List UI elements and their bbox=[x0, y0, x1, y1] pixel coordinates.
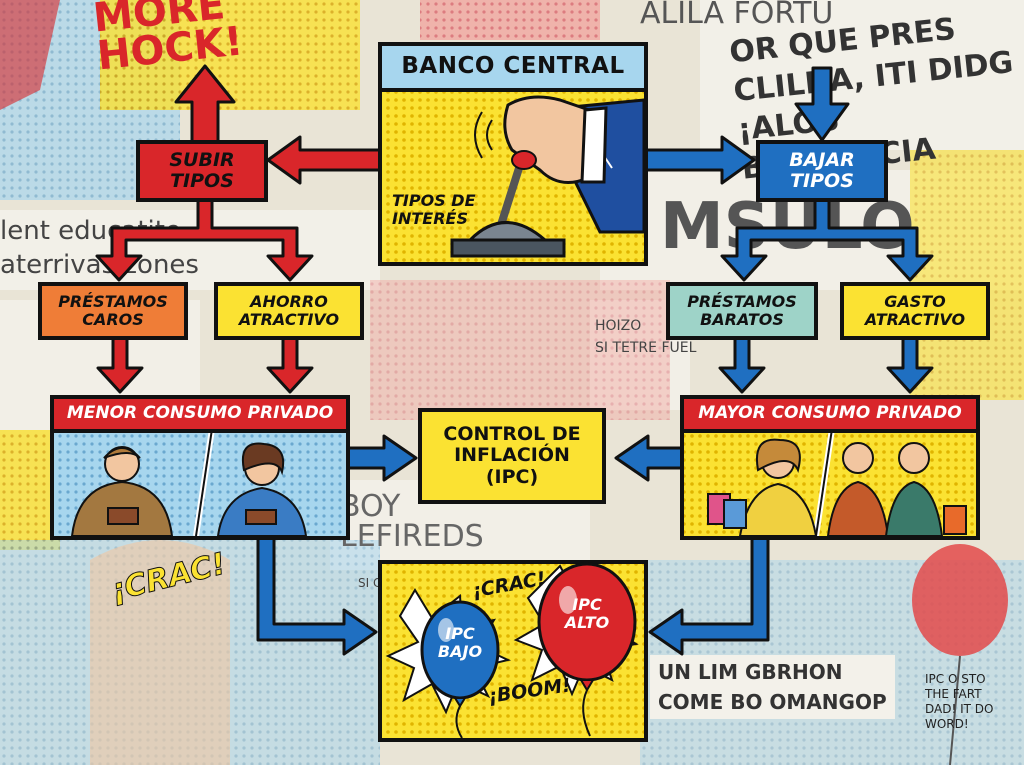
arrow-left-blue bbox=[614, 434, 686, 482]
background-text: UN LIM GBRHON COME BO OMANGOP bbox=[650, 655, 895, 719]
prestamos-caros-node: PRÉSTAMOS CAROS bbox=[38, 282, 188, 340]
prestamos-baratos-node: PRÉSTAMOS BARATOS bbox=[666, 282, 818, 340]
arrow-down-red bbox=[96, 336, 144, 394]
banco-central-node: BANCO CENTRAL TIPOS DE INTERÉS bbox=[378, 42, 648, 266]
arrow-down-red bbox=[266, 336, 314, 394]
arrow-up-red bbox=[174, 64, 236, 144]
menor-consumo-title: MENOR CONSUMO PRIVADO bbox=[54, 399, 346, 433]
ahorro-atractivo-node: AHORRO ATRACTIVO bbox=[214, 282, 364, 340]
tipos-de-interes-label: TIPOS DE INTERÉS bbox=[392, 191, 476, 228]
arrow-elbow-blue bbox=[648, 536, 770, 656]
ipc-bajo-label: IPC BAJO bbox=[437, 624, 483, 662]
balloon-panel-illustration bbox=[378, 560, 648, 742]
mayor-consumo-title: MAYOR CONSUMO PRIVADO bbox=[684, 399, 976, 433]
banco-central-title: BANCO CENTRAL bbox=[382, 46, 644, 92]
bajar-tipos-node: BAJAR TIPOS bbox=[756, 140, 888, 202]
arrow-down-blue bbox=[718, 336, 766, 394]
background-text: HOIZO SI TETRE FUEL bbox=[595, 318, 697, 357]
background-text: IPC O STO THE FART DAD! IT DO WORD! bbox=[925, 672, 994, 731]
mayor-consumo-node: MAYOR CONSUMO PRIVADO bbox=[680, 395, 980, 540]
arrow-split-red bbox=[95, 193, 314, 282]
arrow-left-red bbox=[266, 135, 384, 185]
arrow-down-blue bbox=[794, 66, 850, 142]
arrow-split-blue bbox=[720, 193, 934, 282]
arrow-right-blue bbox=[346, 434, 418, 482]
background-text: ALILA FORTU bbox=[640, 0, 834, 31]
gasto-atractivo-node: GASTO ATRACTIVO bbox=[840, 282, 990, 340]
lever-illustration bbox=[382, 88, 646, 262]
arrow-down-blue bbox=[886, 336, 934, 394]
happy-consumers-illustration bbox=[684, 428, 976, 537]
arrow-right-blue bbox=[638, 135, 756, 185]
background-text: BOY LEFIREDS bbox=[340, 489, 484, 554]
subir-tipos-node: SUBIR TIPOS bbox=[136, 140, 268, 202]
arrow-elbow-blue bbox=[256, 536, 378, 656]
blue-arrow-group bbox=[256, 66, 934, 656]
red-arrow-group bbox=[95, 64, 384, 394]
control-inflacion-node: CONTROL DE INFLACIÓN (IPC) bbox=[418, 408, 606, 504]
menor-consumo-node: MENOR CONSUMO PRIVADO bbox=[50, 395, 350, 540]
sad-consumers-illustration bbox=[54, 428, 346, 537]
ipc-alto-label: IPC ALTO bbox=[564, 595, 610, 633]
